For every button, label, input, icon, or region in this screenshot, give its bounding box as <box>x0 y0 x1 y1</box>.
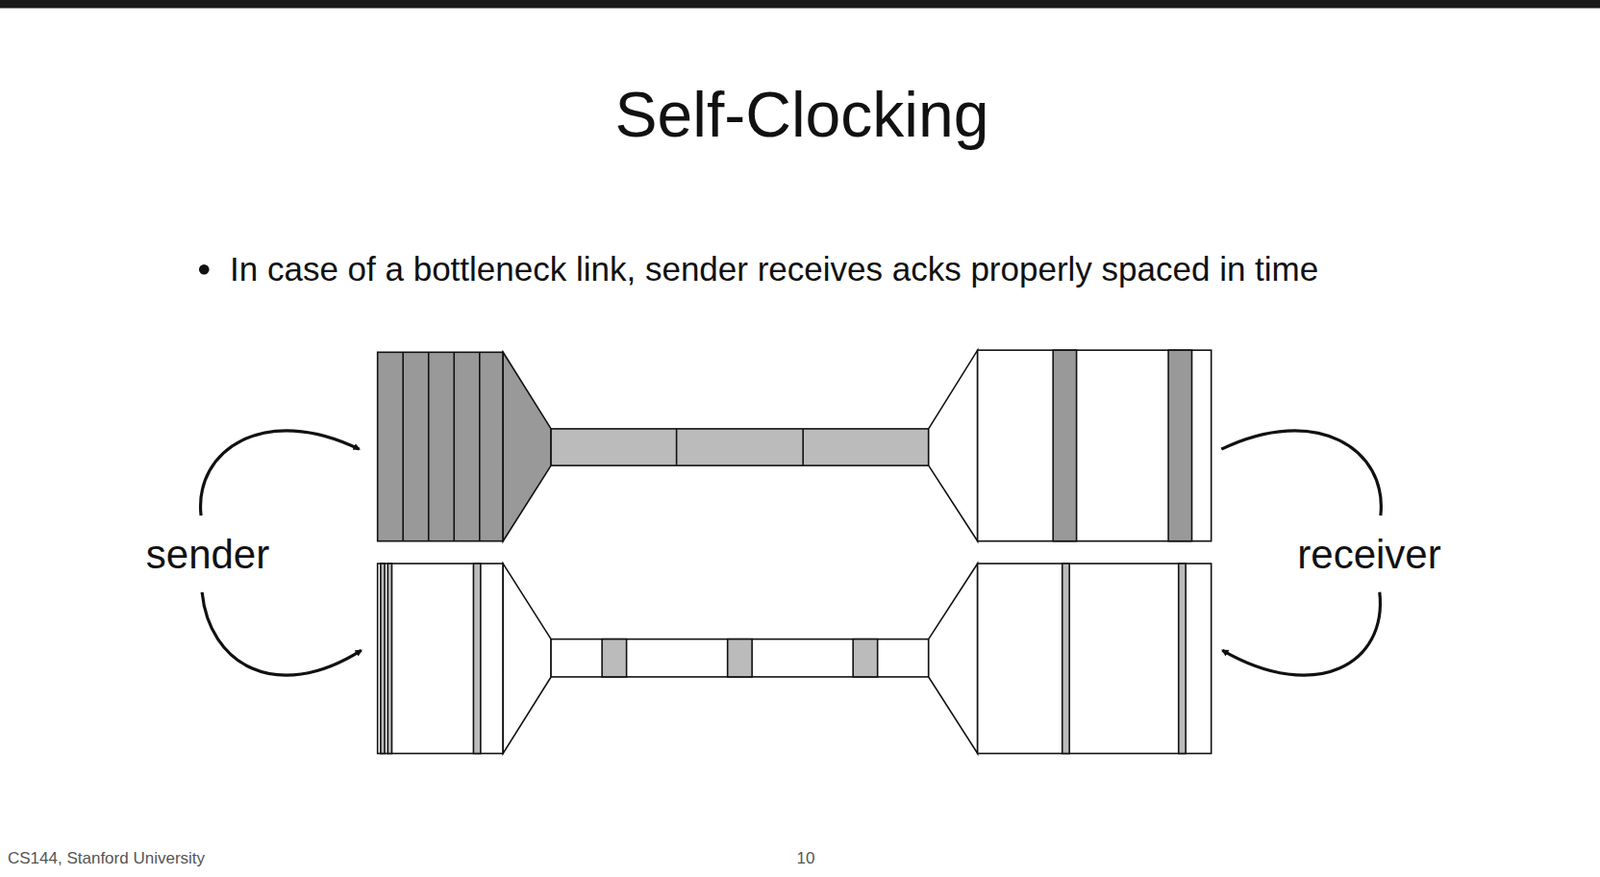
slide-title: Self-Clocking <box>615 78 990 152</box>
ack-pipe <box>377 563 1212 753</box>
top-bar <box>0 0 1600 8</box>
sender-label: sender <box>146 531 270 578</box>
receiver-label: receiver <box>1297 531 1441 578</box>
footer-text: CS144, Stanford University <box>7 849 205 869</box>
page-number: 10 <box>797 849 816 869</box>
bullet-text: In case of a bottleneck link, sender rec… <box>229 250 1319 289</box>
loop-arrows <box>200 430 1382 675</box>
data-pipe <box>377 350 1212 542</box>
bullet-dot <box>199 264 210 275</box>
